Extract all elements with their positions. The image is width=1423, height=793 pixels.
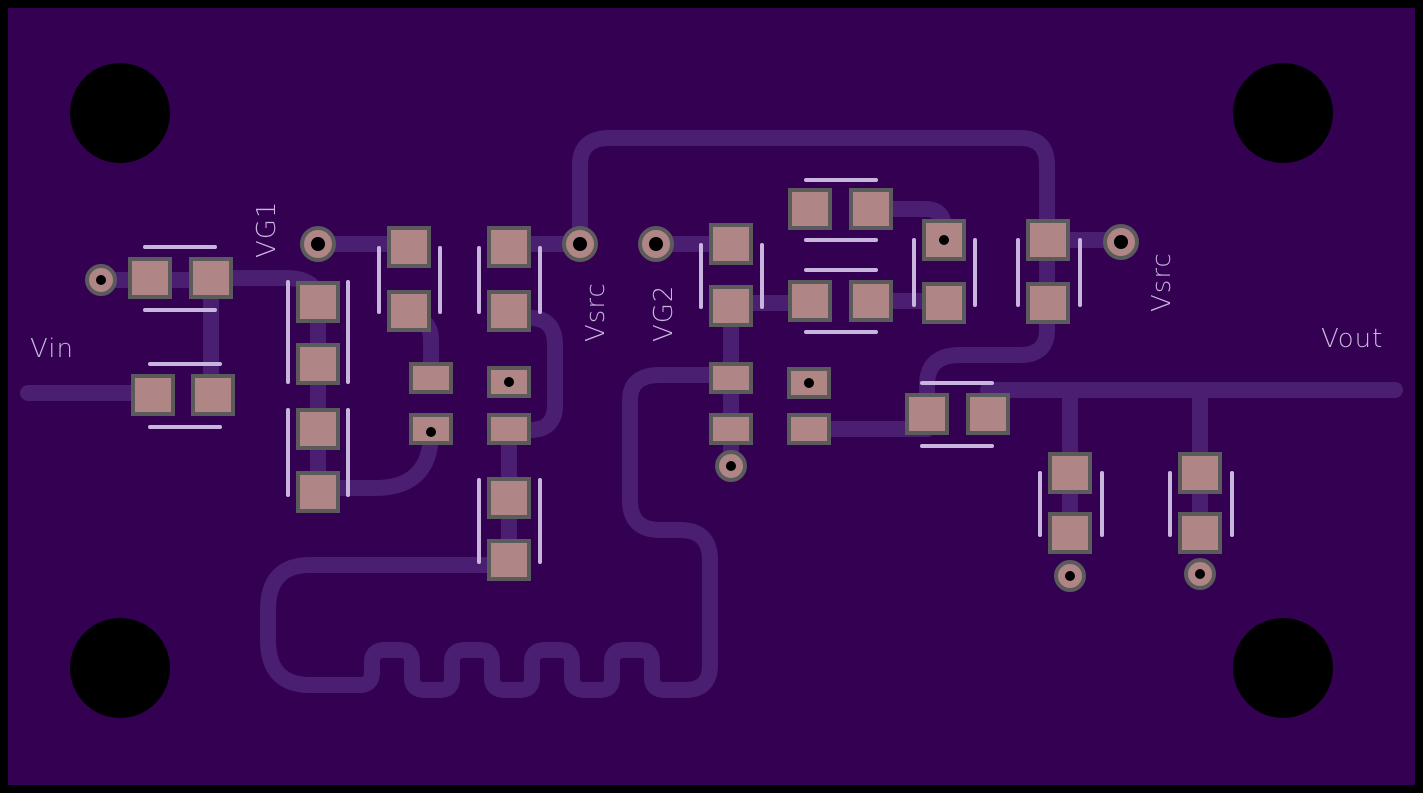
via-drill bbox=[1195, 569, 1205, 579]
labels: Vin VG1 Vsrc VG2 Vsrc Vout bbox=[30, 201, 1383, 364]
via-drill bbox=[426, 427, 436, 437]
smd-pad bbox=[1026, 282, 1070, 324]
smd-pad bbox=[189, 257, 233, 299]
smd-pad bbox=[387, 290, 431, 332]
smd-pad bbox=[922, 282, 966, 324]
smd-pad bbox=[487, 226, 531, 268]
smd-pad bbox=[709, 285, 753, 327]
label-vout: Vout bbox=[1321, 324, 1383, 354]
smd-pad bbox=[296, 281, 340, 323]
trace bbox=[260, 367, 739, 698]
via-drill bbox=[573, 237, 587, 251]
via-drill bbox=[1114, 235, 1128, 249]
smd-pad bbox=[191, 374, 235, 416]
mounting-hole bbox=[1233, 63, 1333, 163]
smd-pad bbox=[296, 408, 340, 450]
vias bbox=[85, 224, 1216, 592]
smd-pad bbox=[387, 226, 431, 268]
smd-pad bbox=[966, 393, 1010, 435]
smd-pad bbox=[296, 343, 340, 385]
smd-pad bbox=[1048, 512, 1092, 554]
smd-pad bbox=[487, 290, 531, 332]
smd-pad bbox=[487, 539, 531, 581]
via-drill bbox=[1065, 571, 1075, 581]
smd-pad bbox=[709, 223, 753, 265]
smd-pad bbox=[128, 257, 172, 299]
label-vsrc-2: Vsrc bbox=[1147, 252, 1177, 312]
smd-pad bbox=[487, 477, 531, 519]
smd-pad bbox=[1178, 452, 1222, 494]
smd-pad bbox=[487, 366, 531, 398]
smd-pad bbox=[849, 280, 893, 322]
smd-pad bbox=[787, 413, 831, 445]
via-drill bbox=[726, 461, 736, 471]
smd-pad bbox=[1026, 219, 1070, 261]
via-drill bbox=[96, 275, 106, 285]
label-vsrc-1: Vsrc bbox=[581, 282, 611, 342]
label-vg2: VG2 bbox=[649, 285, 679, 342]
trace bbox=[501, 310, 563, 438]
via-drill bbox=[649, 237, 663, 251]
mounting-hole bbox=[1233, 618, 1333, 718]
pads bbox=[128, 188, 1222, 581]
smd-pad bbox=[788, 280, 832, 322]
via-drill bbox=[804, 378, 814, 388]
smd-pad bbox=[788, 188, 832, 230]
via-drill bbox=[504, 377, 514, 387]
smd-pad bbox=[131, 374, 175, 416]
smd-pad bbox=[849, 188, 893, 230]
label-vin: Vin bbox=[30, 334, 74, 364]
smd-pad bbox=[487, 413, 531, 445]
label-vg1: VG1 bbox=[252, 201, 282, 258]
via-drill bbox=[939, 235, 949, 245]
smd-pad bbox=[409, 413, 453, 445]
smd-pad bbox=[1048, 452, 1092, 494]
silkscreen bbox=[143, 178, 1234, 564]
smd-pad bbox=[709, 413, 753, 445]
smd-pad bbox=[296, 471, 340, 513]
via-drill bbox=[311, 237, 325, 251]
smd-pad bbox=[1178, 512, 1222, 554]
mounting-hole bbox=[70, 618, 170, 718]
mounting-hole bbox=[70, 63, 170, 163]
mounting-holes bbox=[70, 63, 1333, 718]
smd-pad bbox=[409, 362, 453, 394]
smd-pad bbox=[709, 362, 753, 394]
smd-pad bbox=[905, 393, 949, 435]
